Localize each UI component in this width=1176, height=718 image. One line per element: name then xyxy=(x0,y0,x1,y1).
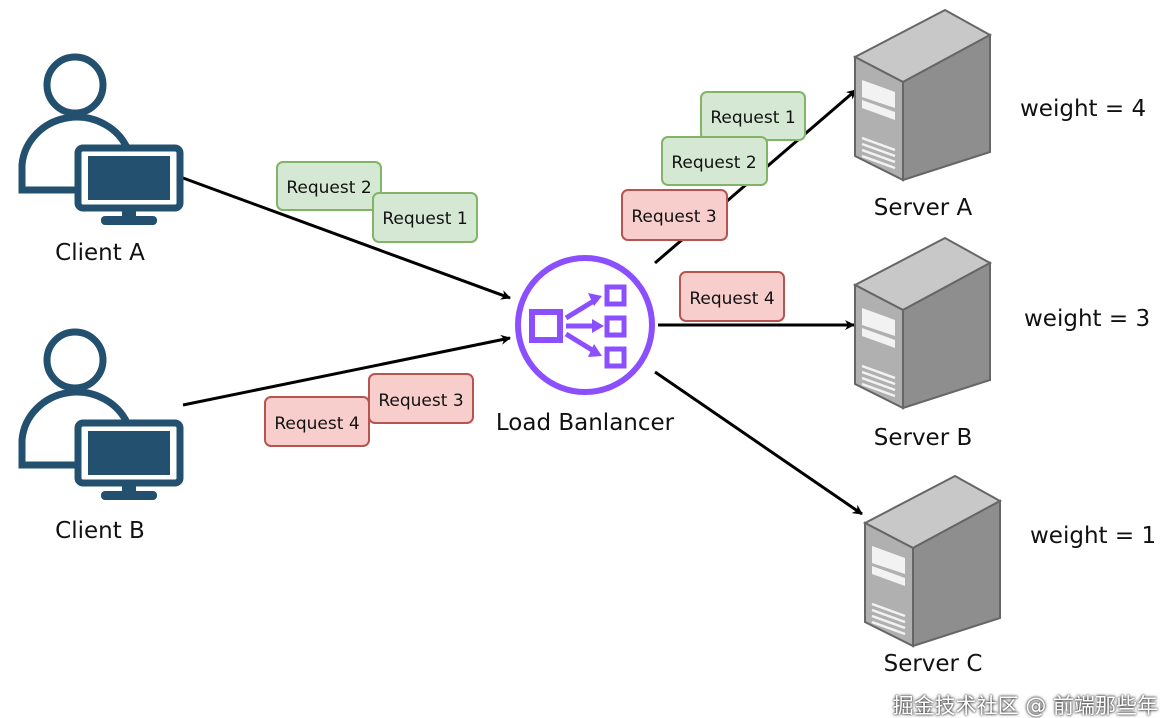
arrow-lb-to-server-c xyxy=(654,370,863,516)
server-c-icon xyxy=(863,474,1002,648)
svg-text:Request 4: Request 4 xyxy=(689,289,774,309)
svg-text:Request 2: Request 2 xyxy=(671,153,756,173)
server-b-label: Server B xyxy=(874,425,973,451)
load-balancer-label: Load Banlancer xyxy=(496,410,675,436)
request-box: Request 3 xyxy=(621,189,728,241)
server-b-icon xyxy=(853,236,992,410)
client-a-label: Client A xyxy=(55,240,145,266)
svg-text:Request 2: Request 2 xyxy=(286,178,371,198)
server-a-label: Server A xyxy=(874,195,973,221)
client-a-icon xyxy=(22,57,180,225)
request-box: Request 4 xyxy=(264,396,370,447)
client-b-icon xyxy=(22,332,180,500)
server-c-label: Server C xyxy=(884,651,983,677)
svg-text:Request 1: Request 1 xyxy=(710,108,795,128)
request-box: Request 2 xyxy=(276,161,382,211)
client-b-label: Client B xyxy=(55,518,145,544)
request-box: Request 1 xyxy=(372,192,478,243)
server-c-weight: weight = 1 xyxy=(1030,523,1156,549)
request-box: Request 3 xyxy=(368,373,474,424)
request-box: Request 2 xyxy=(661,136,768,186)
svg-text:Request 4: Request 4 xyxy=(274,414,359,434)
request-box: Request 4 xyxy=(679,271,785,322)
svg-text:Request 3: Request 3 xyxy=(631,207,716,227)
server-a-weight: weight = 4 xyxy=(1020,96,1146,122)
server-a-icon xyxy=(853,8,992,182)
watermark: 掘金技术社区 @ 前端那些年 xyxy=(892,694,1158,718)
arrow-client-a-to-lb xyxy=(182,176,511,300)
load-balancer-icon xyxy=(515,255,655,395)
request-box: Request 1 xyxy=(700,91,806,141)
arrow-client-b-to-lb xyxy=(182,334,511,407)
server-b-weight: weight = 3 xyxy=(1024,306,1150,332)
svg-text:Request 1: Request 1 xyxy=(382,209,467,229)
svg-text:Request 3: Request 3 xyxy=(378,391,463,411)
